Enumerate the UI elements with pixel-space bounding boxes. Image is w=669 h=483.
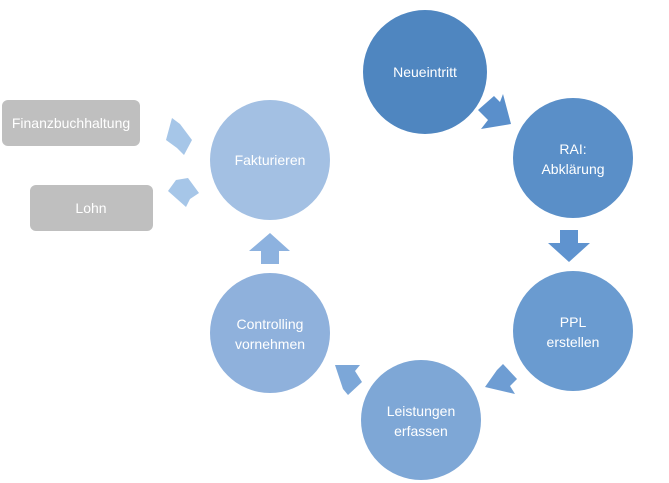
node-label: erfassen [394,423,448,439]
node-fakturieren: Fakturieren [210,100,330,220]
arrow-neueintritt-to-rai [478,94,511,129]
arrow-fakturieren-to-finanzbuchhaltung [166,118,192,155]
node-leistungen-erfassen: Leistungen erfassen [361,360,481,480]
output-label-finanzbuchhaltung: Finanzbuchhaltung [12,115,130,131]
node-label: Leistungen [387,403,456,419]
node-label: Controlling [237,316,304,332]
node-ppl-erstellen: PPL erstellen [513,271,633,391]
node-rai-abklaerung: RAI: Abklärung [513,98,633,218]
arrow-controlling-to-fakturieren [249,233,290,264]
node-label: Fakturieren [235,152,306,168]
arrow-leistungen-to-controlling [335,365,362,395]
output-box-lohn [30,185,153,231]
arrow-fakturieren-to-lohn [168,178,199,207]
node-controlling-vornehmen: Controlling vornehmen [210,273,330,393]
node-label: erstellen [547,334,600,350]
node-neueintritt: Neueintritt [363,10,487,134]
arrow-ppl-to-leistungen [485,364,517,394]
arrow-rai-to-ppl [548,230,590,262]
node-label: PPL [560,314,587,330]
node-label: Neueintritt [393,64,457,80]
output-label-lohn: Lohn [75,200,106,216]
node-label: vornehmen [235,336,305,352]
node-label: RAI: [559,141,586,157]
node-label: Abklärung [541,161,604,177]
output-box-finanzbuchhaltung [2,100,140,146]
